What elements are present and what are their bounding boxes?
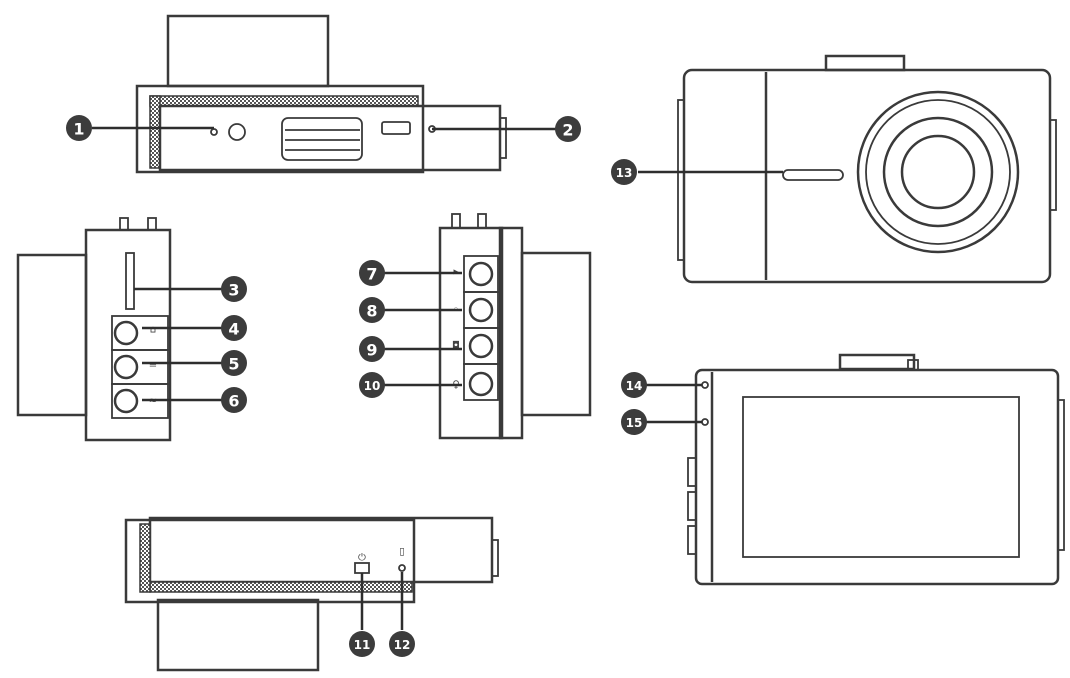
front-view — [677, 54, 1057, 284]
callout-11-label: 11 — [354, 638, 371, 652]
callout-9-label: 9 — [366, 341, 377, 360]
right-body-edge — [498, 226, 524, 440]
bottom-view: ⏻ ▯ — [124, 516, 499, 672]
lens-ring-mid — [865, 99, 1011, 245]
callout-2-label: 2 — [562, 121, 573, 140]
button-4[interactable] — [113, 320, 139, 346]
button-7[interactable] — [468, 261, 494, 287]
bottom-bracket — [156, 598, 320, 672]
left-side-view: ⌂ ≡ ≈ — [16, 217, 172, 442]
callout-11: 11 — [349, 631, 375, 657]
port-1-dot — [210, 128, 218, 136]
top-side-tab — [499, 117, 507, 159]
bottom-body-inner — [148, 516, 494, 584]
back-body — [694, 368, 1060, 586]
top-vent — [281, 117, 363, 161]
top-hatch-side — [149, 95, 161, 169]
indicator-14 — [701, 381, 709, 389]
callout-8-label: 8 — [366, 302, 377, 321]
front-mount — [824, 54, 906, 72]
port-12 — [398, 564, 406, 572]
bottom-side-tab — [491, 539, 499, 577]
callout-12-label: 12 — [394, 638, 411, 652]
right-bracket — [520, 251, 592, 417]
callout-2: 2 — [555, 116, 581, 142]
lens — [900, 134, 976, 210]
right-side-view: ▸ ◦ ◘ ♀ — [438, 213, 592, 440]
front-slot — [782, 169, 844, 181]
button-5[interactable] — [113, 354, 139, 380]
callout-6-label: 6 — [228, 392, 239, 411]
callout-14-label: 14 — [626, 379, 643, 393]
callout-4: 4 — [221, 315, 247, 341]
reset-icon: ▯ — [399, 547, 405, 558]
button-9[interactable] — [468, 333, 494, 359]
lens-ring-outer — [856, 90, 1020, 254]
callout-10: 10 — [359, 372, 385, 398]
top-hatch — [149, 95, 419, 107]
callout-1-label: 1 — [73, 120, 84, 139]
port-11 — [354, 562, 370, 574]
callout-13-label: 13 — [616, 166, 633, 180]
sd-slot — [125, 252, 135, 310]
right-body — [438, 226, 504, 440]
left-bracket — [16, 253, 88, 417]
callout-8: 8 — [359, 297, 385, 323]
callout-3: 3 — [221, 276, 247, 302]
callout-3-label: 3 — [228, 281, 239, 300]
bottom-hatch-side — [139, 523, 151, 593]
callout-4-label: 4 — [228, 320, 239, 339]
callout-10-label: 10 — [364, 379, 381, 393]
power-icon: ⏻ — [358, 553, 366, 564]
indicator-15 — [701, 418, 709, 426]
callout-5: 5 — [221, 350, 247, 376]
camera-icon: ◘ — [452, 341, 460, 352]
callout-1: 1 — [66, 115, 92, 141]
bottom-body-outer — [124, 518, 416, 604]
left-body — [84, 228, 172, 442]
callout-15-label: 15 — [626, 416, 643, 430]
button-10[interactable] — [468, 371, 494, 397]
callout-7: 7 — [359, 260, 385, 286]
menu-icon: ≡ — [149, 360, 157, 371]
top-view — [135, 14, 507, 174]
port-1-hole — [228, 123, 246, 141]
callout-12: 12 — [389, 631, 415, 657]
back-screen — [742, 396, 1020, 558]
lens-ring-inner — [882, 116, 994, 228]
callout-15: 15 — [621, 409, 647, 435]
callout-14: 14 — [621, 372, 647, 398]
usb-port — [381, 121, 411, 135]
leader-lines — [92, 126, 783, 630]
callout-6: 6 — [221, 387, 247, 413]
callout-9: 9 — [359, 336, 385, 362]
back-view — [687, 353, 1065, 586]
callout-5-label: 5 — [228, 355, 239, 374]
bottom-hatch — [149, 581, 413, 593]
button-6[interactable] — [113, 388, 139, 414]
back-mount — [838, 353, 916, 371]
home-icon: ⌂ — [150, 325, 156, 336]
button-8[interactable] — [468, 297, 494, 323]
callout-13: 13 — [611, 159, 637, 185]
mount-bracket — [166, 14, 330, 88]
callout-7-label: 7 — [366, 265, 377, 284]
